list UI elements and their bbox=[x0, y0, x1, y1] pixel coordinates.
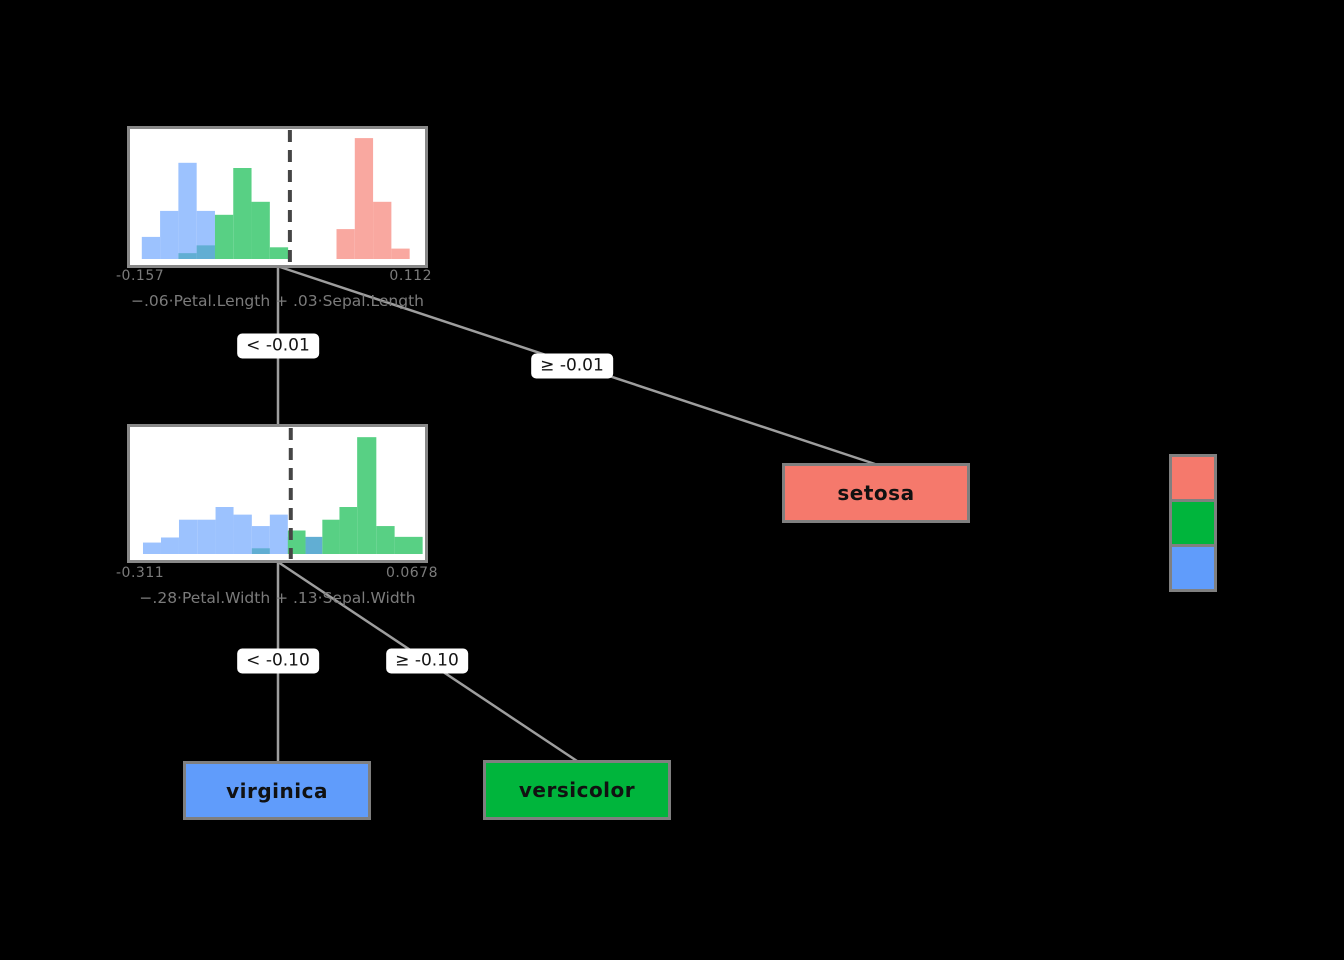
green-histogram-bar bbox=[214, 214, 234, 259]
split-node-1-rule: −.06·Petal.Length + .03·Sepal.Length bbox=[131, 292, 424, 310]
leaf-node-virginica: virginica bbox=[183, 761, 371, 820]
leaf-label: virginica bbox=[226, 778, 328, 803]
axis-tick-max: 0.112 bbox=[389, 268, 432, 284]
axis-tick-min: -0.311 bbox=[116, 565, 165, 581]
pink-histogram-bar bbox=[391, 248, 410, 259]
blue-histogram-bar bbox=[160, 537, 179, 554]
pink-histogram-bar bbox=[336, 229, 355, 259]
green-histogram-bar bbox=[251, 201, 270, 259]
blue-histogram-bar bbox=[178, 162, 197, 259]
blue-histogram-bar bbox=[160, 210, 179, 259]
split-node-2-rule: −.28·Petal.Width + .13·Sepal.Width bbox=[139, 589, 416, 607]
legend bbox=[1169, 454, 1217, 592]
split-node-1-histogram bbox=[130, 129, 425, 265]
edge-label-ge-0.10: ≥ -0.10 bbox=[386, 648, 468, 674]
leaf-node-setosa: setosa bbox=[782, 463, 970, 523]
green-histogram-bar bbox=[233, 168, 252, 259]
legend-key-setosa bbox=[1169, 454, 1217, 502]
blue-histogram-bar bbox=[215, 507, 234, 554]
split-node-2-axis: -0.311 0.0678 bbox=[116, 565, 438, 581]
split-node-2 bbox=[127, 424, 428, 563]
legend-key-virginica bbox=[1169, 544, 1217, 592]
leaf-label: versicolor bbox=[518, 778, 636, 802]
green-histogram-bar bbox=[339, 507, 358, 554]
edge-label-ge-0.01: ≥ -0.01 bbox=[531, 353, 613, 379]
green-histogram-bar bbox=[269, 247, 289, 259]
split-node-1-axis: -0.157 0.112 bbox=[116, 268, 432, 284]
blue-histogram-bar bbox=[197, 519, 216, 554]
edge-label-lt-0.10: < -0.10 bbox=[237, 648, 319, 674]
blue-histogram-bar bbox=[141, 236, 161, 259]
overlap-histogram-bar bbox=[305, 536, 323, 554]
pink-histogram-bar bbox=[354, 138, 374, 259]
split-node-2-histogram bbox=[130, 427, 425, 560]
overlap-histogram-bar bbox=[251, 548, 270, 554]
axis-tick-max: 0.0678 bbox=[386, 565, 438, 581]
green-histogram-bar bbox=[376, 526, 395, 554]
blue-histogram-bar bbox=[251, 526, 270, 554]
green-histogram-bar bbox=[322, 519, 340, 554]
leaf-node-versicolor: versicolor bbox=[483, 760, 671, 820]
blue-histogram-bar bbox=[233, 514, 252, 554]
legend-key-versicolor bbox=[1169, 499, 1217, 547]
overlap-histogram-bar bbox=[178, 253, 197, 259]
edge-label-lt-0.01: < -0.01 bbox=[237, 333, 319, 359]
split-node-1 bbox=[127, 126, 428, 268]
blue-histogram-bar bbox=[178, 519, 198, 554]
axis-tick-min: -0.157 bbox=[116, 268, 165, 284]
blue-histogram-bar bbox=[269, 514, 288, 554]
blue-histogram-bar bbox=[142, 542, 161, 554]
green-histogram-bar bbox=[357, 437, 377, 554]
pink-histogram-bar bbox=[373, 201, 392, 259]
leaf-label: setosa bbox=[837, 481, 915, 505]
green-histogram-bar bbox=[394, 536, 423, 554]
